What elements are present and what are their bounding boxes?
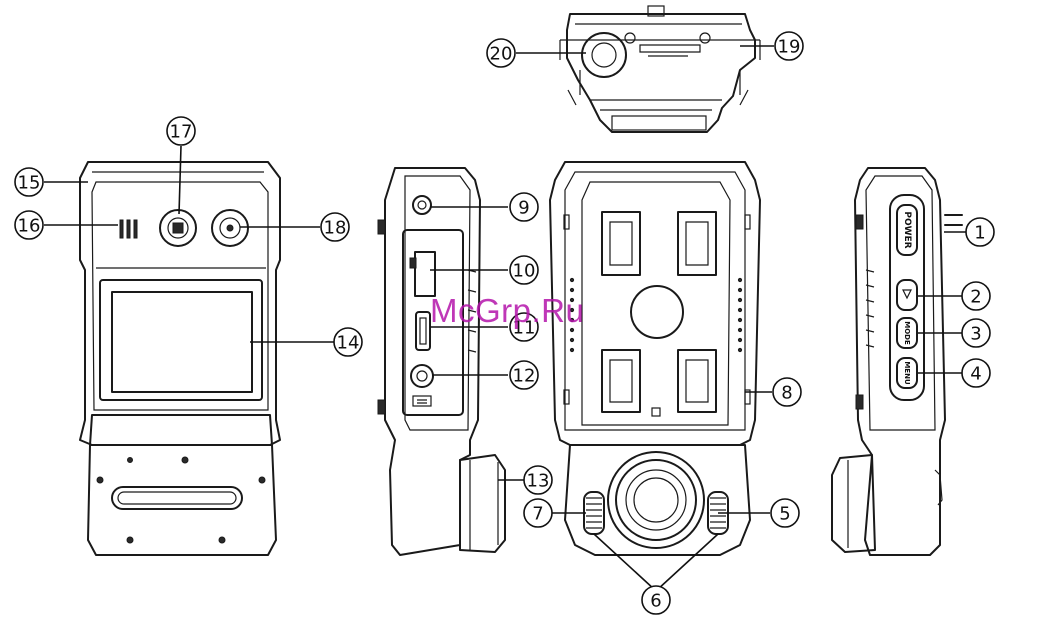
callout-13: 13 <box>524 466 552 494</box>
callout-10: 10 <box>510 256 538 284</box>
callout-17: 17 <box>167 117 195 145</box>
svg-text:POWER: POWER <box>902 211 912 248</box>
callout-8: 8 <box>773 378 801 406</box>
svg-text:8: 8 <box>781 383 792 404</box>
callout-16: 16 <box>15 211 43 239</box>
power-button: POWER <box>897 205 917 255</box>
watermark: McGrp.Ru <box>430 292 584 330</box>
svg-text:18: 18 <box>324 218 347 239</box>
svg-text:4: 4 <box>970 364 981 385</box>
svg-text:MODE: MODE <box>903 321 911 345</box>
svg-text:19: 19 <box>778 37 801 58</box>
callout-1: 1 <box>966 218 994 246</box>
callout-5: 5 <box>771 499 799 527</box>
svg-text:9: 9 <box>518 198 529 219</box>
svg-text:17: 17 <box>170 122 193 143</box>
ir-led-left <box>584 492 604 534</box>
callout-6: 6 <box>642 586 670 614</box>
back-view <box>550 162 760 555</box>
svg-text:15: 15 <box>18 173 41 194</box>
top-view <box>560 6 760 132</box>
svg-text:10: 10 <box>513 261 536 282</box>
svg-text:1: 1 <box>974 223 985 244</box>
callout-19: 19 <box>775 32 803 60</box>
front-view <box>80 162 280 555</box>
arrow-button <box>897 280 917 310</box>
callout-18: 18 <box>321 213 349 241</box>
svg-text:16: 16 <box>18 216 41 237</box>
callout-7: 7 <box>524 499 552 527</box>
svg-text:14: 14 <box>337 333 360 354</box>
menu-button: MENU <box>897 358 917 388</box>
left-side-view <box>378 168 505 555</box>
svg-text:13: 13 <box>527 471 550 492</box>
svg-text:20: 20 <box>490 44 513 65</box>
callout-4: 4 <box>962 359 990 387</box>
callout-20: 20 <box>487 39 515 67</box>
callout-3: 3 <box>962 319 990 347</box>
svg-text:3: 3 <box>970 324 981 345</box>
mode-button: MODE <box>897 318 917 348</box>
callout-14: 14 <box>334 328 362 356</box>
svg-text:MENU: MENU <box>903 361 911 385</box>
callout-12: 12 <box>510 361 538 389</box>
right-side-view: POWER MODE MENU <box>832 168 962 555</box>
callout-2: 2 <box>962 282 990 310</box>
svg-text:5: 5 <box>779 504 790 525</box>
svg-text:2: 2 <box>970 287 981 308</box>
svg-text:12: 12 <box>513 366 536 387</box>
callout-15: 15 <box>15 168 43 196</box>
svg-text:6: 6 <box>650 591 661 612</box>
callout-9: 9 <box>510 193 538 221</box>
svg-text:7: 7 <box>532 504 543 525</box>
